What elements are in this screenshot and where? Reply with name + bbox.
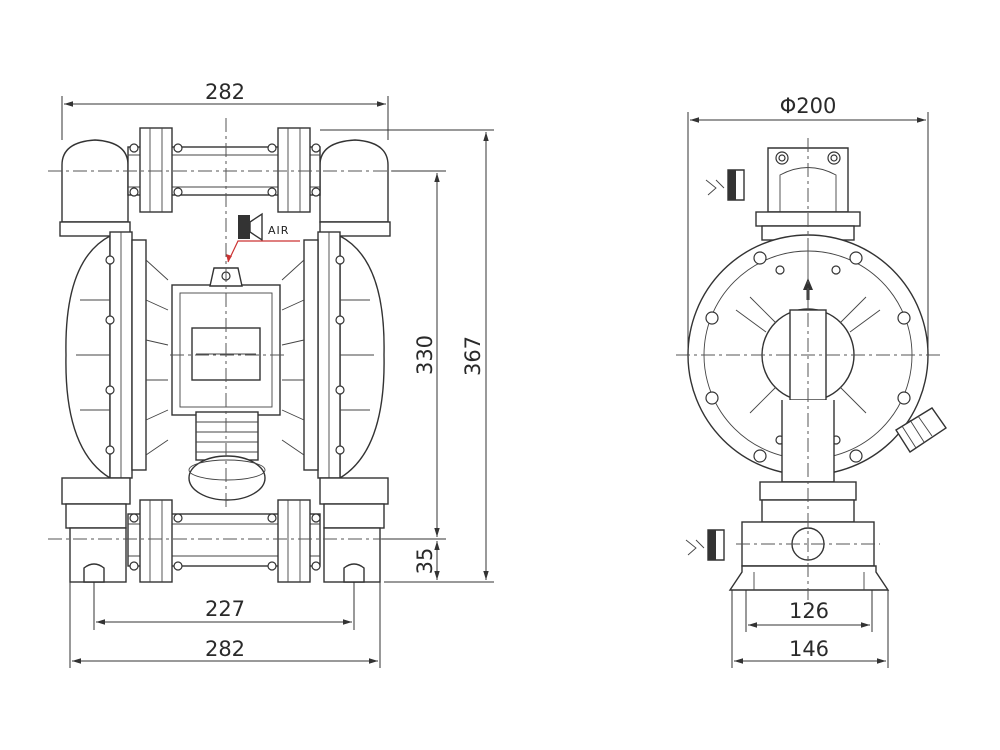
air-inlet-marker: AIR — [226, 212, 300, 263]
dim-inner-height-label: 330 — [413, 335, 437, 375]
dim-base-outer-width-label: 146 — [789, 637, 829, 661]
dimension-base-inner-width: 126 — [745, 590, 873, 632]
dim-overall-height-label: 367 — [461, 336, 485, 376]
bottom-manifold — [61, 477, 389, 583]
dim-base-inner-width-label: 126 — [789, 599, 829, 623]
dim-base-height-label: 35 — [413, 548, 437, 575]
air-label: AIR — [268, 224, 289, 237]
dimension-top-width: 282 — [61, 80, 389, 140]
front-view: AIR — [48, 80, 494, 668]
dimension-base-width: 282 — [69, 582, 381, 668]
dim-base-width-label: 282 — [205, 637, 245, 661]
dim-foot-spacing-label: 227 — [205, 597, 245, 621]
top-manifold — [59, 127, 391, 237]
right-chamber — [281, 231, 385, 480]
side-view: Φ200 126 146 — [676, 94, 947, 668]
dimension-overall-height: 367 — [320, 129, 494, 583]
dimension-foot-spacing: 227 — [93, 582, 355, 630]
dimension-diameter: Φ200 — [687, 94, 929, 355]
dim-diameter-label: Φ200 — [780, 94, 837, 118]
dimension-base-outer-width: 146 — [731, 590, 889, 668]
left-chamber — [65, 231, 169, 480]
side-centerlines — [676, 138, 940, 600]
dimension-base-height: 35 — [413, 541, 440, 580]
dimension-inner-height: 330 — [382, 170, 446, 540]
front-centerlines — [48, 118, 440, 540]
dim-top-width-label: 282 — [205, 80, 245, 104]
